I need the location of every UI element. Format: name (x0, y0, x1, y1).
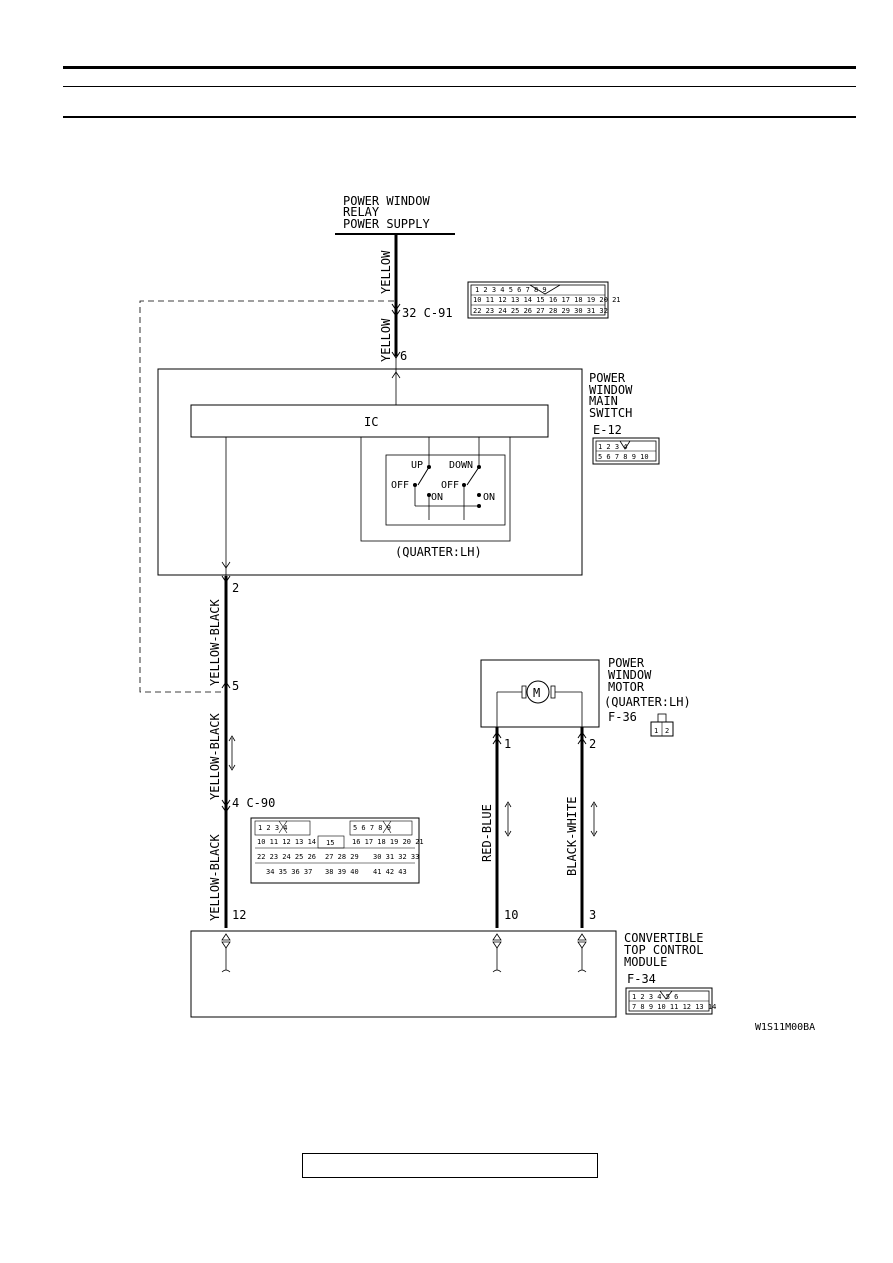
svg-text:1 2 3 4 5 6: 1 2 3 4 5 6 (632, 993, 678, 1001)
pin-5-mark (221, 681, 231, 689)
connector-c91-label: 32 C-91 (402, 306, 453, 320)
shield-dashed-line (139, 300, 394, 693)
svg-text:30 31 32 33: 30 31 32 33 (373, 853, 419, 861)
wire-label-yb-1: YELLOW-BLACK (208, 599, 222, 686)
motor-box (480, 659, 600, 728)
switch-off-label-1: OFF (391, 480, 409, 491)
pin-e12-2: 2 (232, 581, 239, 595)
motor-m-label: M (533, 686, 540, 700)
main-switch-label-2: WINDOW (589, 383, 633, 397)
module-label-2: TOP CONTROL (624, 943, 703, 957)
switch-contacts (413, 465, 481, 520)
header-rule-top (63, 66, 856, 69)
switch-on-label-2: ON (483, 492, 495, 503)
switch-up-label: UP (411, 460, 423, 471)
motor-label-3: MOTOR (608, 680, 645, 694)
module-box (190, 930, 617, 1018)
ic-label: IC (364, 415, 378, 429)
module-inputs (221, 933, 587, 973)
svg-text:10 11 12 13 14: 10 11 12 13 14 (257, 838, 316, 846)
connector-c90-face: 1 2 3 4 5 6 7 8 9 10 11 12 13 14 15 16 1… (250, 817, 424, 884)
wire-label-yellow-1: YELLOW (379, 250, 393, 294)
svg-text:1 2 3 4 5 6 7 8 9: 1 2 3 4 5 6 7 8 9 (475, 286, 547, 294)
switch-quarter-box (385, 454, 506, 526)
connector-f34-face: 1 2 3 4 5 6 7 8 9 10 11 12 13 14 (625, 987, 716, 1015)
connector-f36-face: 1 2 (650, 713, 674, 737)
yb-arrow (228, 735, 236, 771)
switch-on-label-1: ON (431, 492, 443, 503)
page-footer-box (302, 1153, 598, 1178)
module-label-3: MODULE (624, 955, 667, 969)
connector-c91-mark (391, 303, 401, 317)
supply-label-3: POWER SUPPLY (343, 217, 430, 231)
motor-label-1: POWER (608, 656, 645, 670)
svg-text:5 6 7 8 9: 5 6 7 8 9 (353, 824, 391, 832)
svg-text:1 2 3 4: 1 2 3 4 (598, 443, 628, 451)
wire-label-yb-3: YELLOW-BLACK (208, 834, 222, 921)
red-blue-arrow (504, 801, 512, 837)
header-rule-middle (63, 86, 856, 87)
motor-pin-1-mark (492, 731, 502, 745)
module-connector: F-34 (627, 972, 656, 986)
pin-module-10: 10 (504, 908, 518, 922)
switch-enclosure (360, 436, 511, 542)
svg-text:27 28 29: 27 28 29 (325, 853, 359, 861)
svg-text:7 8 9 10 11 12 13 14: 7 8 9 10 11 12 13 14 (632, 1003, 716, 1011)
svg-text:5 6 7 8 9 10: 5 6 7 8 9 10 (598, 453, 649, 461)
pin-5: 5 (232, 679, 239, 693)
switch-down-label: DOWN (449, 460, 473, 471)
motor-connector: F-36 (608, 710, 637, 724)
motor-label-4: (QUARTER:LH) (604, 695, 691, 709)
wire-label-red-blue: RED-BLUE (480, 804, 494, 862)
arrow-ic-output (221, 561, 231, 569)
pin-module-12: 12 (232, 908, 246, 922)
svg-text:16 17 18 19 20 21: 16 17 18 19 20 21 (352, 838, 424, 846)
supply-label-2: RELAY (343, 205, 380, 219)
module-label-1: CONVERTIBLE (624, 931, 703, 945)
motor-label-2: WINDOW (608, 668, 652, 682)
connector-c91-face: 1 2 3 4 5 6 7 8 9 10 11 12 13 14 15 16 1… (467, 281, 621, 319)
supply-label-1: POWER WINDOW (343, 194, 430, 208)
wire-label-yellow-2: YELLOW (379, 318, 393, 362)
wire-label-black-white: BLACK-WHITE (565, 797, 579, 876)
connector-c90-mark (221, 799, 231, 813)
motor-symbol (496, 680, 583, 727)
main-switch-connector: E-12 (593, 423, 622, 437)
svg-text:22 23 24 25 26: 22 23 24 25 26 (257, 853, 316, 861)
switch-off-label-2: OFF (441, 480, 459, 491)
motor-pin-2-mark (577, 731, 587, 745)
connector-c90-label: 4 C-90 (232, 796, 275, 810)
svg-text:10 11 12 13 14 15 16 17 18 19: 10 11 12 13 14 15 16 17 18 19 20 21 (473, 296, 621, 304)
motor-pin-2: 2 (589, 737, 596, 751)
main-switch-box (157, 368, 583, 576)
svg-text:2: 2 (665, 727, 669, 735)
svg-text:34 35 36 37: 34 35 36 37 (266, 868, 312, 876)
wire-label-yb-2: YELLOW-BLACK (208, 713, 222, 800)
svg-text:22 23 24 25 26 27 28 29 30 3: 22 23 24 25 26 27 28 29 30 31 32 (473, 307, 608, 315)
main-switch-label-4: SWITCH (589, 406, 632, 420)
svg-text:1 2 3 4: 1 2 3 4 (258, 824, 288, 832)
pin-module-3: 3 (589, 908, 596, 922)
svg-text:1: 1 (654, 727, 658, 735)
pin-2-mark (221, 575, 231, 583)
svg-text:15: 15 (326, 839, 334, 847)
black-white-arrow (590, 801, 598, 837)
connector-e12-face: 1 2 3 4 5 6 7 8 9 10 (592, 437, 660, 465)
svg-text:41 42 43: 41 42 43 (373, 868, 407, 876)
switch-quarter-note: (QUARTER:LH) (395, 545, 482, 559)
diagram-code: W1S11M00BA (755, 1022, 815, 1033)
pin-c91-6: 6 (400, 349, 407, 363)
motor-pin-1: 1 (504, 737, 511, 751)
main-switch-label-1: POWER (589, 371, 626, 385)
main-switch-label-3: MAIN (589, 394, 618, 408)
svg-text:38 39 40: 38 39 40 (325, 868, 359, 876)
header-rule-bottom (63, 116, 856, 118)
arrow-internal (391, 371, 401, 379)
